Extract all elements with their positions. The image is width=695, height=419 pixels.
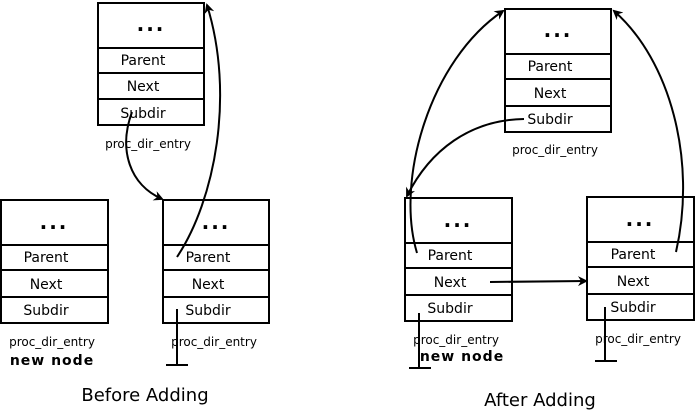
subdir-field: Subdir xyxy=(527,112,572,128)
parent-field: Parent xyxy=(611,247,656,263)
node-dots: ... xyxy=(202,210,231,234)
subdir-field: Subdir xyxy=(427,301,472,317)
struct-label: proc_dir_entry xyxy=(9,335,95,349)
node-dots: ... xyxy=(444,208,473,232)
after-caption: After Adding xyxy=(484,390,596,411)
new-node-label: new node xyxy=(420,349,504,365)
node-dots: ... xyxy=(626,207,655,231)
new-node-parent-pointer-arrow xyxy=(409,9,505,254)
struct-label: proc_dir_entry xyxy=(171,335,257,349)
subdir-field: Subdir xyxy=(610,300,655,316)
subdir-field: Subdir xyxy=(120,106,165,122)
node-dots: ... xyxy=(40,210,69,234)
next-to-child-arrow xyxy=(489,276,588,287)
subdir-to-child-arrow xyxy=(125,111,164,201)
parent-field: Parent xyxy=(24,250,69,266)
next-field: Next xyxy=(617,274,650,290)
next-field: Next xyxy=(534,86,567,102)
struct-label: proc_dir_entry xyxy=(595,332,681,346)
node-dots: ... xyxy=(544,18,573,42)
after-new-node: ... Parent Next Subdir proc_dir_entry ne… xyxy=(404,197,513,369)
after-child-node: ... Parent Next Subdir proc_dir_entry xyxy=(586,196,695,362)
node-dots: ... xyxy=(137,12,166,36)
parent-field: Parent xyxy=(186,250,231,266)
parent-field: Parent xyxy=(121,53,166,69)
before-parent-node: ... Parent Next Subdir proc_dir_entry xyxy=(97,2,205,151)
child-parent-pointer-arrow xyxy=(176,3,222,258)
next-field: Next xyxy=(30,277,63,293)
before-new-node: ... Parent Next Subdir proc_dir_entry ne… xyxy=(0,199,109,369)
subdir-field: Subdir xyxy=(185,303,230,319)
next-field: Next xyxy=(434,275,467,291)
struct-label: proc_dir_entry xyxy=(413,333,499,347)
subdir-to-new-node-arrow xyxy=(406,118,525,198)
next-field: Next xyxy=(127,79,160,95)
before-child-node: ... Parent Next Subdir proc_dir_entry xyxy=(162,199,270,366)
struct-label: proc_dir_entry xyxy=(105,137,191,151)
child-parent-pointer-arrow xyxy=(612,9,685,253)
parent-field: Parent xyxy=(428,248,473,264)
new-node-label: new node xyxy=(10,353,94,369)
subdir-field: Subdir xyxy=(23,303,68,319)
parent-field: Parent xyxy=(528,59,573,75)
before-caption: Before Adding xyxy=(81,385,208,406)
struct-label: proc_dir_entry xyxy=(512,143,598,157)
next-field: Next xyxy=(192,277,225,293)
after-parent-node: ... Parent Next Subdir proc_dir_entry xyxy=(504,8,612,157)
